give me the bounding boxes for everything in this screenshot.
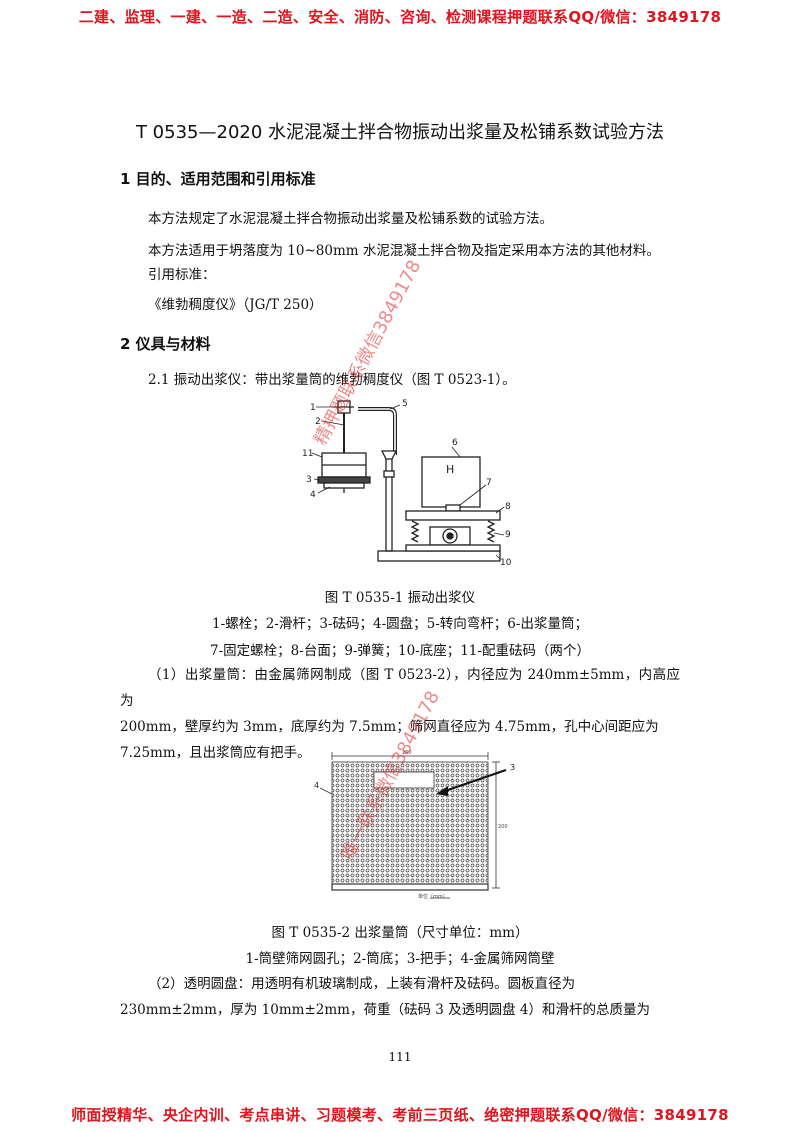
figure-2-caption: 图 T 0535-2 出浆量筒（尺寸单位：mm） [271, 925, 529, 941]
item-1-line-3: 7.25mm，且出浆筒应有把手。 [120, 745, 311, 761]
svg-text:单位（mm）: 单位（mm） [418, 893, 448, 900]
sec2-paragraph-1: 2.1 振动出浆仪：带出浆量筒的维勃稠度仪（图 T 0523-1）。 [148, 372, 516, 388]
item-2-line-2: 230mm±2mm，厚为 10mm±2mm，荷重（砝码 3 及透明圆盘 4）和滑… [120, 1002, 650, 1018]
label-4: 4 [310, 490, 316, 500]
fig2-label-3: 3 [510, 763, 515, 772]
mesh-container-figure: 260 200 单位（mm） 3 4 [314, 750, 515, 900]
svg-text:200: 200 [498, 824, 508, 830]
base-plate [377, 550, 501, 562]
container-bottom [331, 883, 489, 891]
label-8: 8 [505, 502, 511, 512]
weight [317, 476, 371, 484]
document-title: T 0535—2020 水泥混凝土拌合物振动出浆量及松铺系数试验方法 [135, 122, 665, 143]
label-3: 3 [306, 475, 312, 485]
figure-1-legend-line-2: 7-固定螺栓；8-台面；9-弹簧；10-底座；11-配重砝码（两个） [210, 643, 590, 659]
label-11: 11 [302, 449, 313, 459]
bottom-banner: 师面授精华、央企内训、考点串讲、习题模考、考前三页纸、绝密押题联系QQ/微信：3… [71, 1106, 729, 1124]
item-2-paragraph: （2）透明圆盘：用透明有机玻璃制成，上装有滑杆及砝码。圆板直径为 230mm±2… [120, 971, 680, 1023]
vibration-apparatus-figure: H 1 2 11 3 4 5 6 7 8 9 10 [302, 399, 512, 568]
label-2: 2 [315, 417, 321, 427]
figure-2-legend: 1-筒壁筛网圆孔；2-筒底；3-把手；4-金属筛网筒壁 [245, 951, 555, 967]
clamp [380, 450, 398, 460]
sec1-paragraph-3: 引用标准： [148, 267, 216, 283]
label-9: 9 [505, 530, 511, 540]
item-2-line-1: （2）透明圆盘：用透明有机玻璃制成，上装有滑杆及砝码。圆板直径为 [148, 976, 576, 992]
figure-1-legend-line-1: 1-螺栓；2-滑杆；3-砝码；4-圆盘；5-转向弯杆；6-出浆量筒； [212, 616, 588, 632]
svg-text:260: 260 [402, 750, 412, 756]
sec1-paragraph-2: 本方法适用于坍落度为 10~80mm 水泥混凝土拌合物及指定采用本方法的其他材料… [148, 243, 660, 259]
figure-1-caption: 图 T 0535-1 振动出浆仪 [324, 590, 476, 606]
sec1-reference: 《维勃稠度仪》（JG/T 250） [148, 297, 323, 313]
item-1-line-2: 200mm，壁厚约为 3mm，底厚约为 7.5mm；筛网直径应为 4.75mm，… [120, 719, 659, 735]
label-6: 6 [452, 438, 458, 448]
container [421, 456, 481, 508]
fig2-label-4: 4 [314, 781, 319, 790]
sec1-paragraph-1: 本方法规定了水泥混凝土拌合物振动出浆量及松铺系数的试验方法。 [148, 211, 553, 227]
item-1-line-1: （1）出浆量筒：由金属筛网制成（图 T 0523-2），内径应为 240mm±5… [120, 667, 680, 709]
spring-left [410, 520, 420, 543]
label-7: 7 [486, 478, 492, 488]
page-number: 111 [388, 1050, 412, 1064]
section-2-heading: 2 仪具与材料 [120, 335, 211, 353]
top-banner: 二建、监理、一建、一造、二造、安全、消防、咨询、检测课程押题联系QQ/微信：38… [78, 8, 722, 26]
item-1-paragraph: （1）出浆量筒：由金属筛网制成（图 T 0523-2），内径应为 240mm±5… [120, 662, 680, 766]
label-1: 1 [310, 403, 316, 413]
svg-text:H: H [446, 463, 454, 476]
table-top [405, 510, 501, 521]
spring-right [486, 520, 496, 543]
bent-rod [358, 407, 397, 455]
section-1-heading: 1 目的、适用范围和引用标准 [120, 170, 316, 188]
label-5: 5 [402, 399, 408, 409]
label-10: 10 [500, 558, 512, 568]
column [385, 454, 393, 552]
handle-slot [373, 771, 435, 789]
